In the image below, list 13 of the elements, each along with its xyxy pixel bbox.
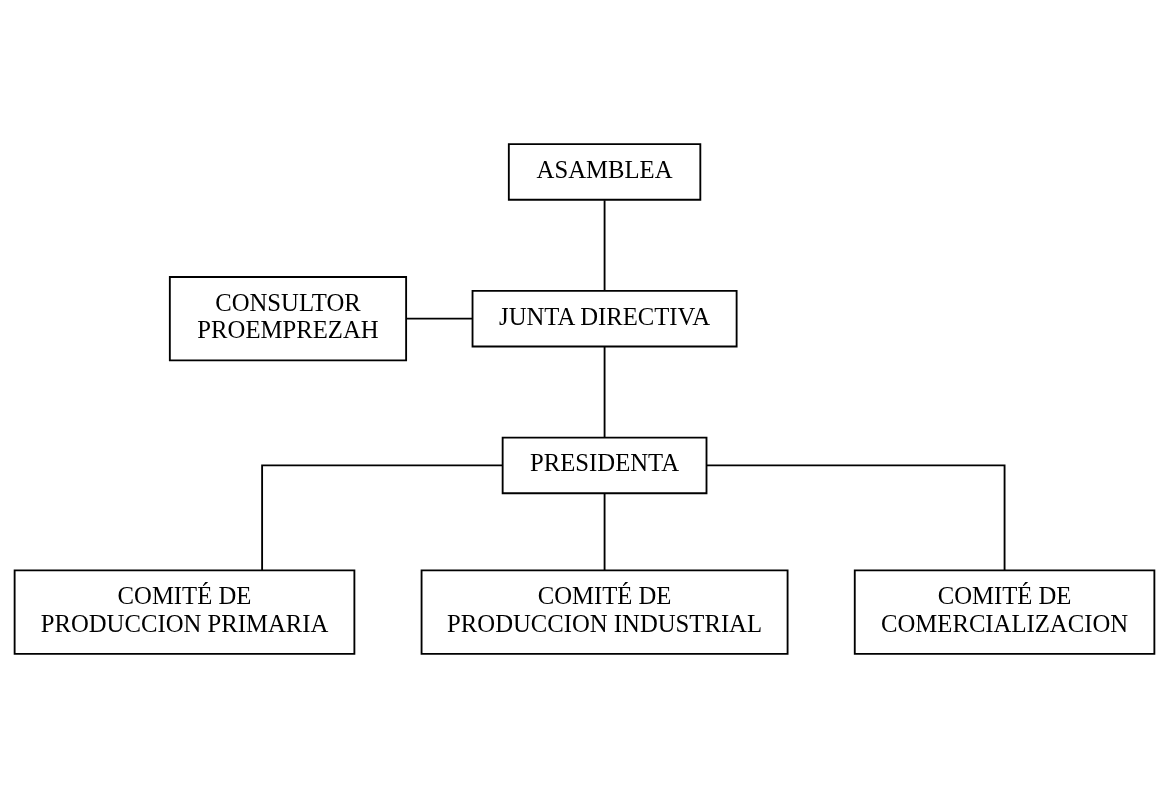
connector: [705, 464, 1006, 571]
node-box: COMITÉ DE PRODUCCION INDUSTRIAL: [420, 569, 789, 655]
connector: [603, 198, 606, 291]
node-box: CONSULTOR PROEMPREZAH: [168, 275, 408, 361]
node-box: PRESIDENTA: [501, 436, 708, 494]
node-box: JUNTA DIRECTIVA: [471, 289, 738, 347]
connector: [603, 492, 606, 571]
node-box: COMITÉ DE COMERCIALIZACION: [853, 569, 1156, 655]
node-box: ASAMBLEA: [507, 142, 702, 201]
connector: [603, 345, 606, 438]
node-box: COMITÉ DE PRODUCCION PRIMARIA: [13, 569, 356, 655]
connector: [405, 317, 473, 320]
connector: [261, 464, 504, 571]
